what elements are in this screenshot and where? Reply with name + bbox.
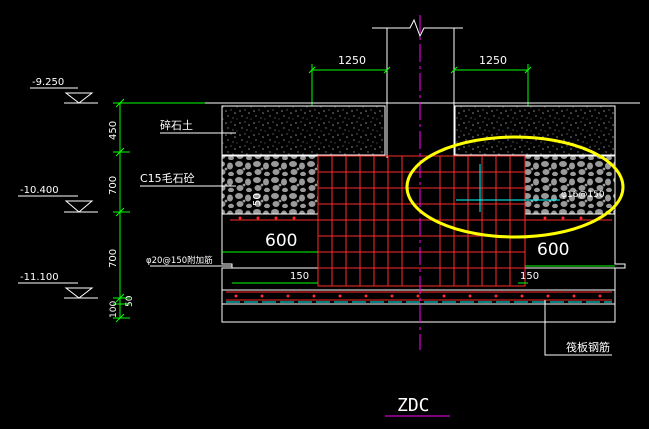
dim-step-left: 150 [290, 271, 309, 282]
elevation-label-3: -11.100 [20, 272, 59, 283]
label-raft-rebar: 筏板钢筋 [566, 340, 610, 354]
drawing-title: ZDC [397, 395, 430, 416]
vdim-50: 50 [125, 295, 135, 307]
gravel-fill-right [454, 105, 616, 156]
rubble-concrete-right [524, 155, 616, 215]
label-rubble-concrete: C15毛石砼 [140, 172, 195, 185]
bottom-dimensions [222, 251, 615, 284]
dim-small-left: 50 [252, 193, 263, 206]
rebar-dots [234, 216, 602, 298]
gravel-fill-left [221, 105, 386, 156]
cyan-layer [226, 164, 612, 303]
rebar-cage [226, 155, 612, 301]
elevation-marker-2: -10.400 [18, 185, 98, 213]
dim-bottom-right: 600 [537, 240, 569, 260]
elevation-marker-3: -11.100 [18, 272, 98, 299]
vdim-450: 450 [108, 121, 119, 140]
label-gravel-fill: 碎石土 [160, 118, 193, 132]
dim-step-right: 150 [520, 271, 539, 282]
dim-bottom-left: 600 [265, 231, 297, 251]
elevation-label-1: -9.250 [32, 77, 64, 88]
vdim-700-a: 700 [108, 176, 119, 195]
vdim-100: 100 [109, 301, 119, 318]
column [372, 18, 463, 158]
label-rebar-left: φ20@150附加筋 [146, 255, 213, 266]
dim-top-right: 1250 [479, 54, 507, 67]
dim-top-left: 1250 [338, 54, 366, 67]
elevation-marker-1: -9.250 [30, 77, 98, 104]
leaders [140, 132, 612, 356]
elevation-chain [113, 98, 212, 323]
elevation-label-2: -10.400 [20, 185, 59, 196]
vdim-700-b: 700 [108, 249, 119, 268]
rubble-concrete-left [221, 155, 319, 215]
highlight-ellipse [405, 135, 625, 239]
label-rebar-right: φ16@150 [561, 190, 605, 200]
